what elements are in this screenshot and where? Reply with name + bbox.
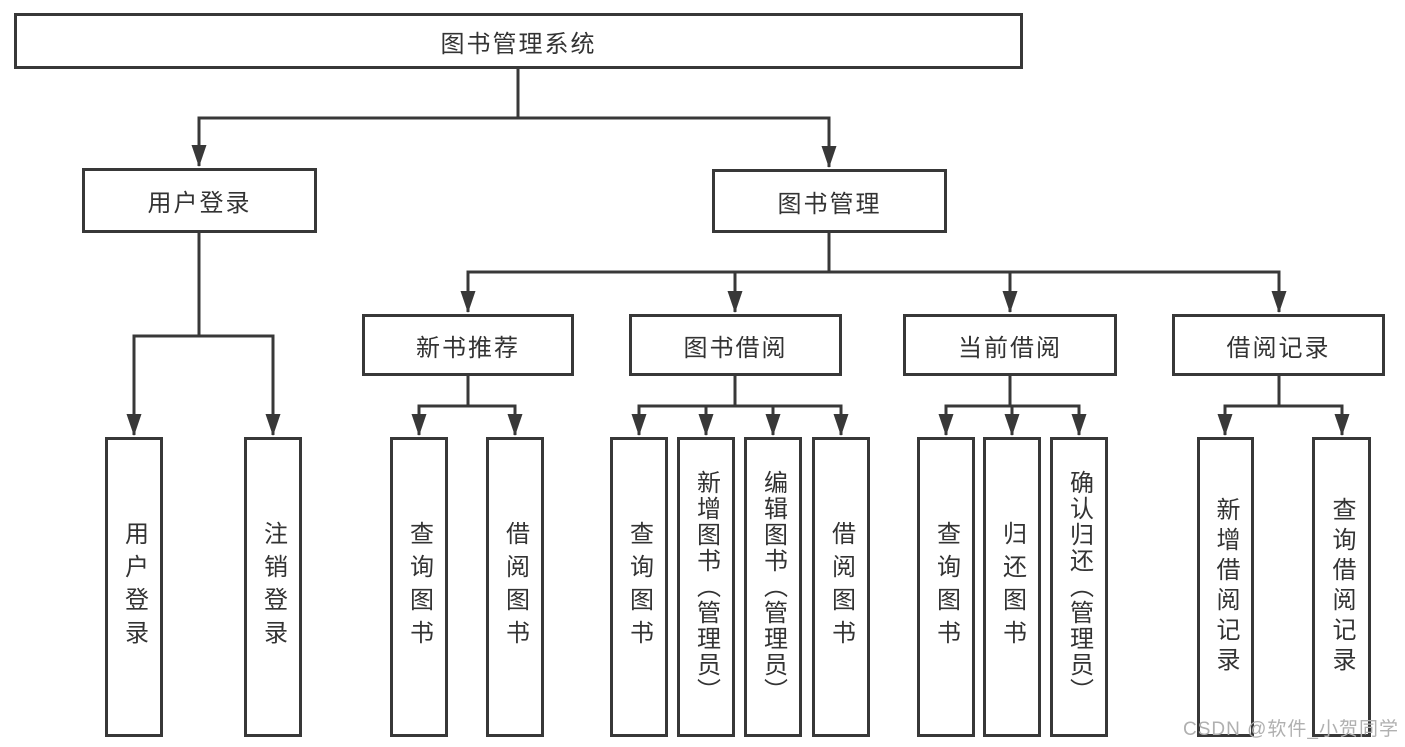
leaf-nb-search-books: 查询图书 [390,437,448,737]
connector-book-mgmt-children [460,233,1287,313]
leaf-bb-edit-books-admin: 编辑图书（管理员） [744,437,802,737]
connector-borrow-records-children [1217,376,1350,436]
node-book-management: 图书管理 [712,169,947,233]
leaf-br-add-record: 新增借阅记录 [1197,437,1254,737]
node-book-borrow: 图书借阅 [629,314,842,376]
leaf-br-search-record: 查询借阅记录 [1312,437,1371,737]
node-current-borrow: 当前借阅 [903,314,1117,376]
leaf-logout: 注销登录 [244,437,302,737]
watermark: CSDN @软件_小贺同学 [1183,719,1399,740]
connector-book-borrow-children [631,376,849,436]
node-borrow-records: 借阅记录 [1172,314,1385,376]
leaf-bb-add-books-admin: 新增图书（管理员） [677,437,735,737]
leaf-bb-search-books: 查询图书 [610,437,668,737]
connector-root-to-level2 [191,69,837,168]
leaf-cb-search-books: 查询图书 [917,437,975,737]
leaf-cb-confirm-return-admin: 确认归还（管理员） [1050,437,1108,737]
leaf-user-login: 用户登录 [105,437,163,737]
node-library-system: 图书管理系统 [14,13,1023,69]
node-user-login: 用户登录 [82,168,317,233]
connector-new-book-children [411,376,523,436]
leaf-bb-borrow-books: 借阅图书 [812,437,870,737]
connector-current-borrow-children [938,376,1087,436]
connector-user-login-children [126,233,281,436]
leaf-nb-borrow-books: 借阅图书 [486,437,544,737]
node-new-book-recommend: 新书推荐 [362,314,574,376]
leaf-cb-return-books: 归还图书 [983,437,1041,737]
